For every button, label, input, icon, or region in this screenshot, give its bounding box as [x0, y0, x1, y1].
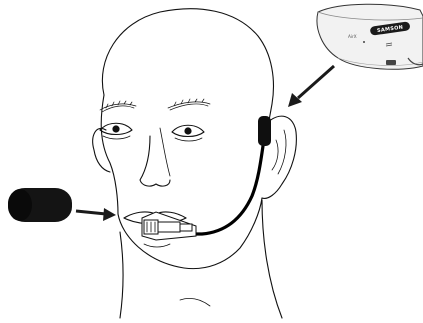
nose	[140, 136, 170, 186]
nose-bridge	[160, 128, 170, 176]
right-eye	[172, 125, 204, 141]
receiver-connector	[386, 60, 396, 65]
adams-apple	[180, 298, 210, 306]
arrow-windscreen-to-mic	[76, 208, 116, 221]
neck-left	[120, 232, 123, 318]
receiver-led	[363, 41, 365, 43]
windscreen-foam	[8, 188, 72, 222]
left-ear	[93, 128, 110, 172]
right-ear-inner	[278, 130, 286, 174]
mic-capsule	[142, 212, 196, 240]
receiver-unit: SAMSON AirX	[317, 4, 423, 69]
headset-boom	[192, 126, 266, 234]
right-ear-inner-2	[272, 140, 278, 170]
chin-crease	[144, 244, 170, 247]
receiver-model: AirX	[348, 34, 357, 39]
head-illustration	[93, 9, 297, 318]
right-eyebrow	[168, 99, 210, 110]
arrow-receiver-to-ear	[288, 66, 334, 107]
face-left-contour	[101, 95, 262, 269]
left-eye	[100, 123, 132, 139]
head-outline	[102, 9, 273, 126]
left-eyebrow	[100, 101, 136, 112]
headset-ear-hook	[258, 116, 271, 146]
neck-right	[262, 200, 282, 318]
